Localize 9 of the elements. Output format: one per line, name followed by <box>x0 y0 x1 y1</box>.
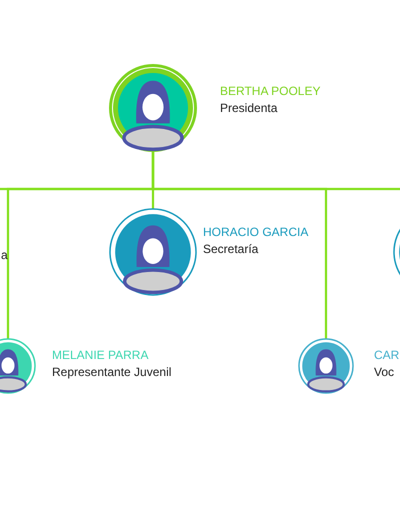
role-title: Presidenta <box>220 100 278 117</box>
role-title: Voc <box>374 364 396 381</box>
role-title: Secretaría <box>203 241 260 258</box>
connector-line <box>152 152 400 190</box>
person-name: BERTHA POOLEY <box>220 83 320 100</box>
person-name: MELANIE PARRA <box>52 347 150 364</box>
person-name: HORACIO GARCIA <box>203 224 308 241</box>
person-name: CAR <box>374 347 400 364</box>
role-title: Representante Juvenil <box>52 364 172 381</box>
